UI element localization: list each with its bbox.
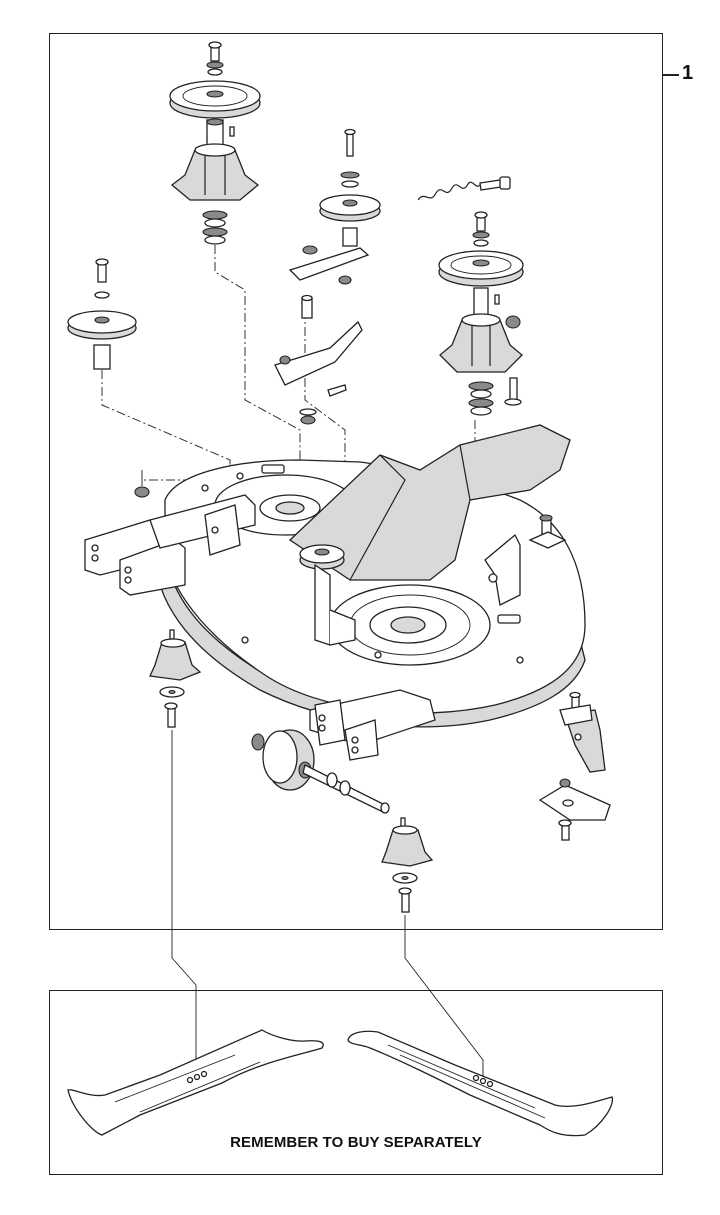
callout-leader-line xyxy=(663,74,679,76)
buy-separately-note: REMEMBER TO BUY SEPARATELY xyxy=(230,1134,482,1151)
side-brackets xyxy=(538,691,611,841)
tension-spring xyxy=(417,176,511,201)
left-spindle-assembly xyxy=(169,41,261,245)
right-deck-stud xyxy=(528,514,567,549)
mower-deck xyxy=(84,424,586,761)
blades-frame xyxy=(49,990,663,1175)
left-blade-hub xyxy=(149,629,202,728)
gauge-wheel xyxy=(251,729,390,814)
left-idler-pulley xyxy=(67,258,137,370)
center-idler-assembly xyxy=(274,128,381,425)
callout-number: 1 xyxy=(682,62,694,84)
cutting-blades xyxy=(67,1029,614,1137)
blade-leader-lines xyxy=(171,730,484,1078)
main-assembly-frame xyxy=(49,33,663,930)
right-blade-hub xyxy=(381,817,434,913)
right-spindle-assembly xyxy=(438,211,524,416)
